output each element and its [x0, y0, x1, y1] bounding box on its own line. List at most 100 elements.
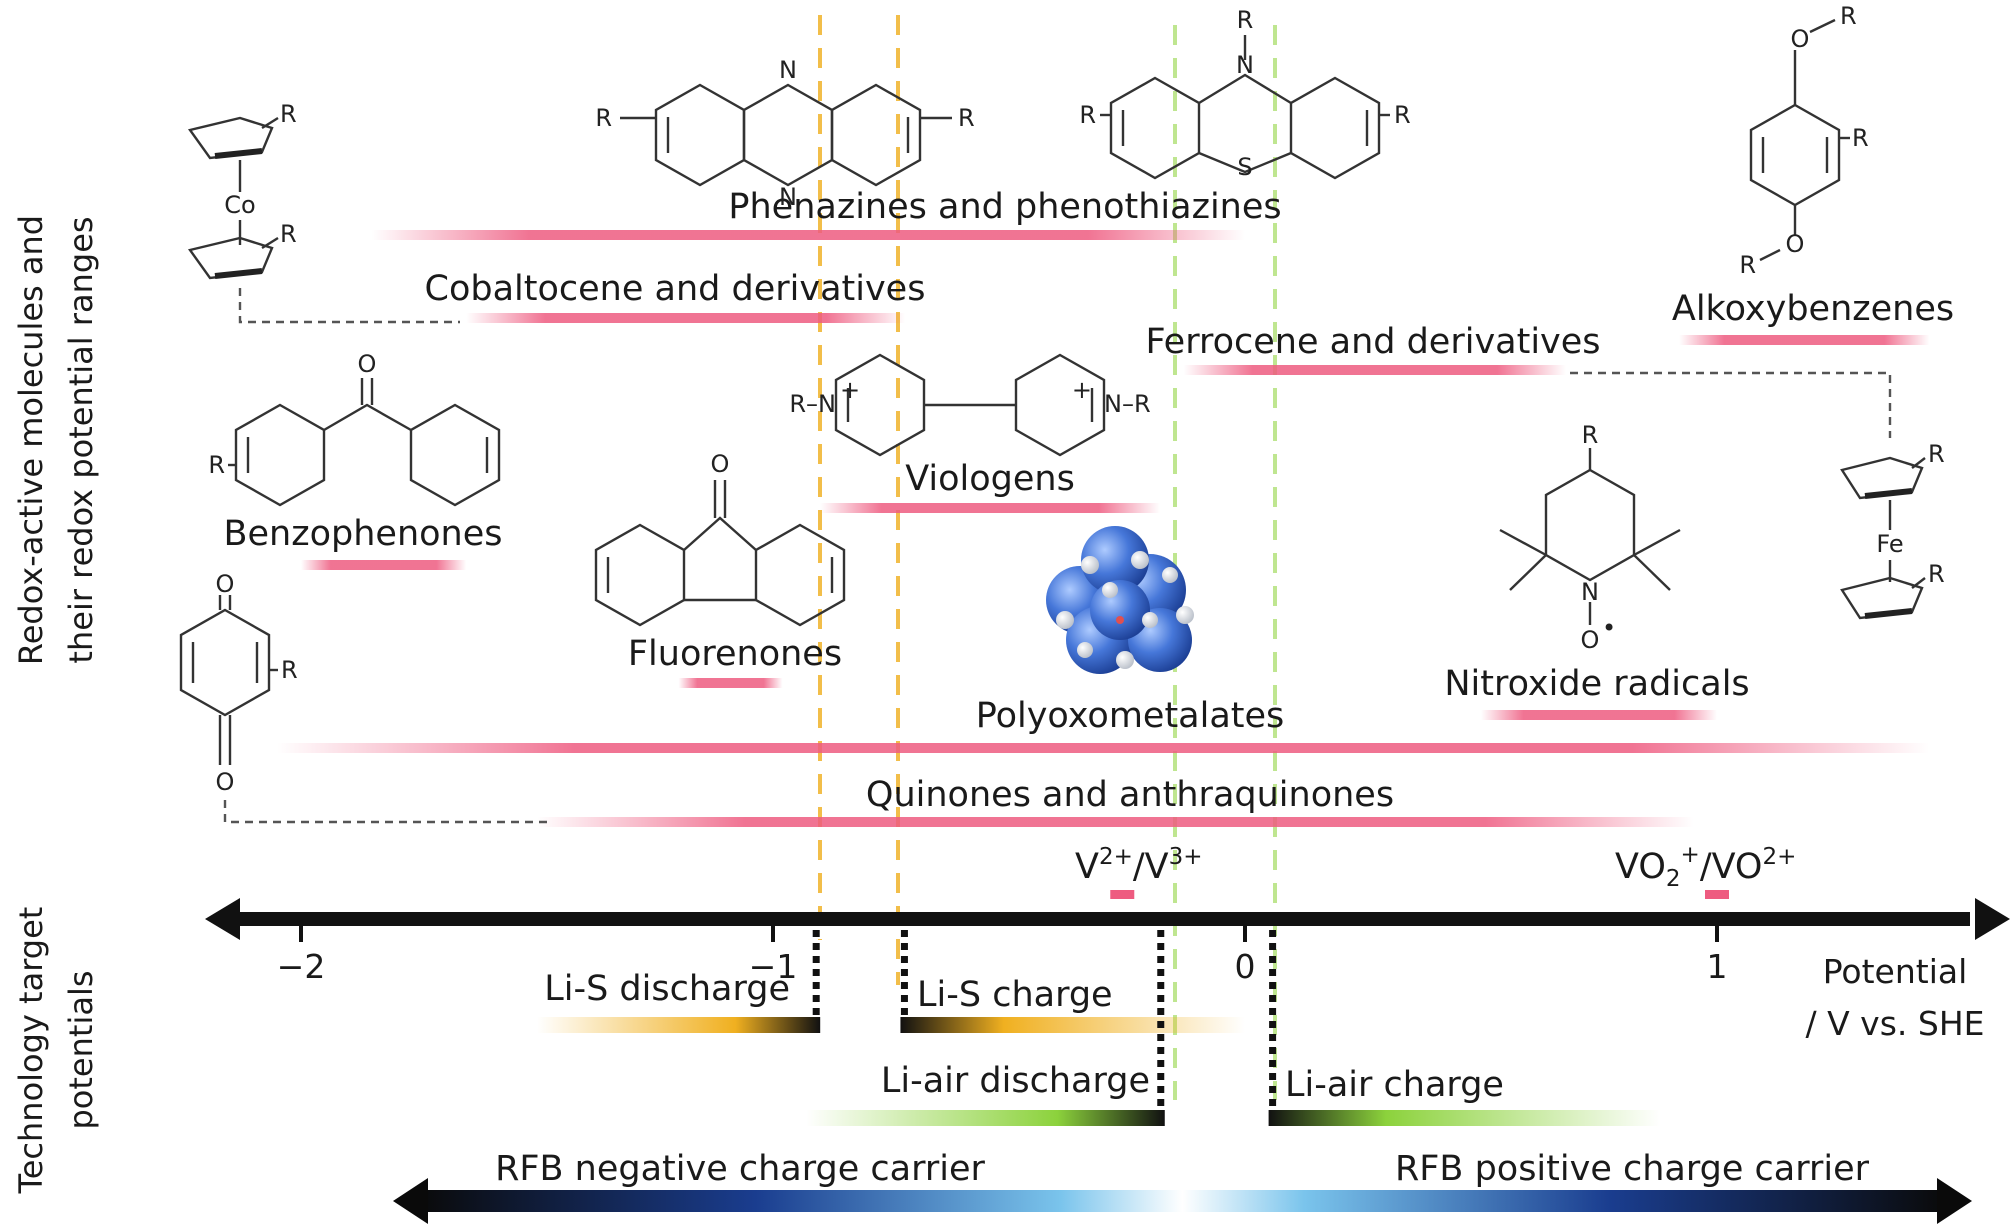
axis-shaft [230, 912, 1970, 926]
rfb-shaft [420, 1190, 1945, 1212]
bar-lis-charge [900, 1017, 1245, 1033]
v2v3-marker [1110, 890, 1135, 899]
bar-phenazines [371, 230, 1245, 240]
axis-title-line2: / V vs. SHE [1806, 1004, 1985, 1043]
viologen-RN-left: R–N [789, 390, 836, 418]
tech-ylabel-line1: Technology target [12, 907, 50, 1195]
label-quinones: Quinones and anthraquinones [866, 775, 1394, 815]
y-axis-labels: Redox-active molecules and their redox p… [12, 215, 100, 1194]
vo2-slash: / [1700, 847, 1712, 887]
connector-quinones [223, 800, 550, 824]
fluorenone-structure: O [594, 450, 846, 627]
nitroxide-N: N [1581, 578, 1599, 606]
molecules-ylabel-line1: Redox-active molecules and [12, 215, 50, 665]
vo2-sup-a: + [1681, 842, 1700, 868]
cobaltocene-R-top: R [280, 100, 297, 128]
label-viologens: Viologens [905, 459, 1075, 499]
nitroxide-O: O [1581, 626, 1600, 654]
cobaltocene-Co: Co [224, 191, 255, 219]
polyoxometalate-cluster [1046, 526, 1194, 674]
phenothiazine-R-right: R [1394, 101, 1411, 129]
phenothiazine-S: S [1237, 153, 1252, 181]
technology-bars [537, 930, 1661, 1126]
tick-label: −1 [749, 947, 798, 986]
phenothiazine-N: N [1236, 51, 1254, 79]
nitroxide-R: R [1582, 421, 1599, 449]
viologen-plus-left: + [840, 376, 860, 404]
vo2-marker [1705, 890, 1729, 899]
rfb-arrow: RFB negative charge carrier RFB positive… [393, 1149, 1972, 1224]
molecule-range-bars [277, 230, 1930, 827]
tick-label: −2 [277, 947, 326, 986]
viologen-plus-right: + [1072, 376, 1092, 404]
label-liair-discharge: Li-air discharge [881, 1061, 1150, 1101]
bar-lis-discharge [537, 1017, 821, 1033]
phenothiazine-R-top: R [1237, 6, 1254, 34]
alkoxybenzene-R-bottom: R [1739, 251, 1756, 279]
label-lis-charge: Li-S charge [917, 975, 1113, 1015]
alkoxybenzene-O-top: O [1791, 25, 1810, 53]
v2v3-label: V2+/V3+ [1075, 844, 1203, 887]
phenazine-structure: N N R R [595, 56, 974, 211]
label-ferrocene: Ferrocene and derivatives [1145, 322, 1600, 362]
quinone-structure: O O R [179, 570, 298, 796]
v2v3-sup-a: 2+ [1099, 844, 1133, 870]
v2v3-a: V [1075, 847, 1099, 887]
vo2-b: VO [1712, 847, 1763, 887]
label-lis-discharge: Li-S discharge [544, 969, 790, 1009]
label-liair-charge: Li-air charge [1285, 1065, 1504, 1105]
label-alkoxybenzenes: Alkoxybenzenes [1672, 289, 1954, 329]
bar-benzophenones [301, 560, 467, 570]
bar-alkoxybenzenes [1679, 335, 1930, 345]
bar-fluorenones [678, 678, 783, 688]
bar-ferrocene [1183, 365, 1566, 375]
viologen-RN-right: N–R [1104, 390, 1151, 418]
alkoxybenzene-O-bottom: O [1786, 230, 1805, 258]
ferrocene-R-top: R [1928, 440, 1945, 468]
label-benzophenones: Benzophenones [224, 514, 503, 554]
vo2-label: VO2+/VO2+ [1615, 842, 1796, 892]
bar-nitroxide [1481, 710, 1717, 720]
rfb-arrow-right [1937, 1178, 1972, 1224]
phenazine-N-top: N [779, 56, 797, 84]
label-cobaltocene: Cobaltocene and derivatives [425, 269, 926, 309]
fluorenone-O: O [711, 450, 730, 478]
quinone-R: R [281, 656, 298, 684]
vo2-sup-b: 2+ [1763, 844, 1797, 870]
vo2-a: VO [1615, 847, 1666, 887]
molecule-labels: Phenazines and phenothiazines Cobaltocen… [224, 187, 1955, 815]
bar-polyoxometalates [277, 743, 1930, 753]
nitroxide-radical-dot: • [1602, 614, 1616, 642]
label-nitroxide: Nitroxide radicals [1444, 664, 1749, 704]
bar-viologens [820, 503, 1161, 513]
phenothiazine-R-left: R [1079, 101, 1096, 129]
cobaltocene-structure: R Co R [187, 100, 297, 280]
alkoxybenzene-R-side: R [1852, 124, 1869, 152]
bar-liair-charge [1268, 1110, 1661, 1126]
tick-label: 0 [1235, 947, 1256, 986]
label-polyoxometalates: Polyoxometalates [976, 696, 1285, 736]
bar-liair-discharge [806, 1110, 1165, 1126]
alkoxybenzene-structure: O R R O R [1739, 2, 1868, 279]
benzophenone-O: O [358, 350, 377, 378]
viologen-structure: R–N + N–R + [789, 353, 1151, 457]
structure-connectors [223, 288, 1892, 824]
quinone-O-bottom: O [216, 768, 235, 796]
nitroxide-structure: R N O • [1499, 421, 1681, 654]
label-phenazines: Phenazines and phenothiazines [728, 187, 1281, 227]
v2v3-slash: / [1133, 847, 1145, 887]
ferrocene-structure: R Fe R [1840, 440, 1945, 620]
v2v3-b: V [1145, 847, 1169, 887]
phenazine-R-left: R [595, 104, 612, 132]
phenazine-N-bottom: N [779, 183, 797, 211]
label-fluorenones: Fluorenones [628, 634, 842, 674]
vo2-sub-a: 2 [1666, 866, 1681, 892]
alkoxybenzene-R-top: R [1840, 2, 1857, 30]
rfb-arrow-left [393, 1178, 428, 1224]
benzophenone-structure: O R [208, 350, 501, 507]
technology-labels: Li-S discharge Li-S charge Li-air discha… [544, 969, 1504, 1105]
cobaltocene-R-bottom: R [280, 220, 297, 248]
quinone-O-top: O [216, 570, 235, 598]
